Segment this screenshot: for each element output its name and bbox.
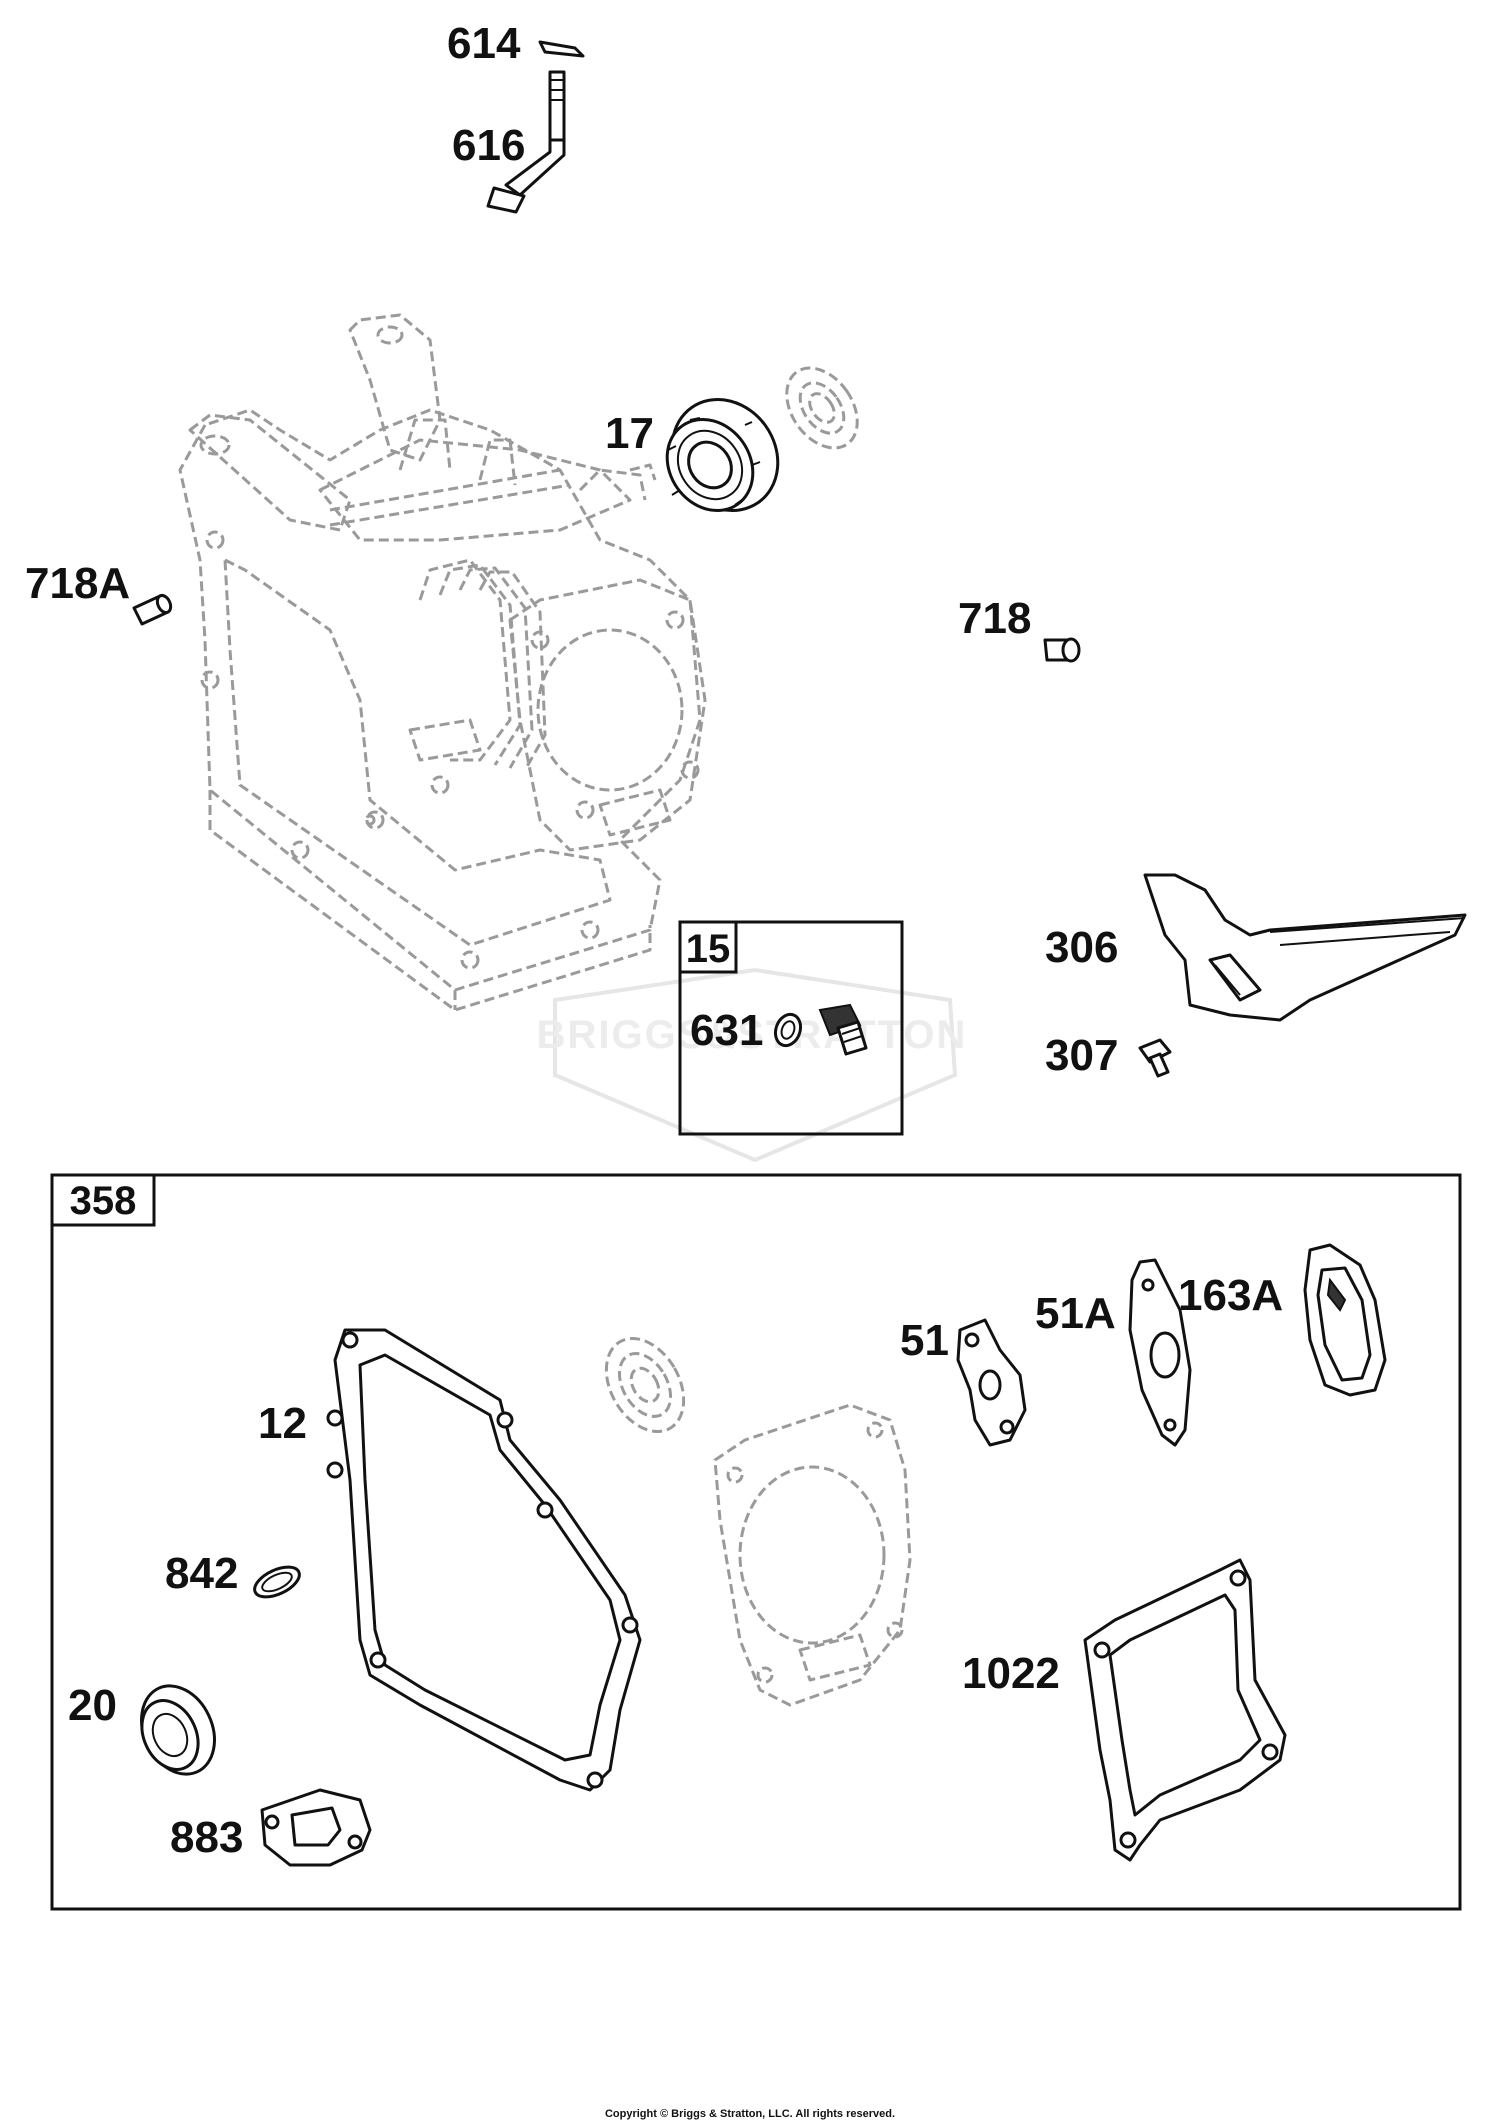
callout-631[interactable]: 631: [690, 1006, 763, 1055]
drain-plug[interactable]: [818, 1003, 868, 1056]
kit-15-label[interactable]: 15: [686, 927, 731, 971]
main-bearing-17[interactable]: [650, 379, 800, 531]
deflector-306[interactable]: [1143, 873, 1467, 1022]
callout-51[interactable]: 51: [900, 1316, 949, 1365]
kit-15-box: 15: [678, 920, 904, 1136]
callout-12[interactable]: 12: [258, 1399, 307, 1448]
callout-616[interactable]: 616: [452, 121, 525, 170]
callout-163a[interactable]: 163A: [1178, 1271, 1283, 1320]
callout-718a[interactable]: 718A: [25, 559, 130, 608]
watermark: BRIGGS&STRATTON: [537, 967, 968, 1163]
callout-307[interactable]: 307: [1045, 1031, 1118, 1080]
callout-718[interactable]: 718: [958, 594, 1031, 643]
callout-51a[interactable]: 51A: [1035, 1289, 1116, 1338]
callout-883[interactable]: 883: [170, 1813, 243, 1862]
exhaust-gasket-883[interactable]: [260, 1788, 372, 1867]
callout-17[interactable]: 17: [605, 409, 654, 458]
air-cleaner-gasket-163a[interactable]: [1303, 1243, 1387, 1397]
intake-gasket-51a[interactable]: [1128, 1258, 1192, 1447]
oil-seal-20[interactable]: [128, 1674, 229, 1786]
cylinder-block-reference: [178, 313, 707, 1012]
callout-842[interactable]: 842: [165, 1549, 238, 1598]
callout-20[interactable]: 20: [68, 1681, 117, 1730]
head-gasket-reference: [713, 1403, 912, 1707]
kit-358-label[interactable]: 358: [70, 1179, 137, 1223]
intake-gasket-51[interactable]: [956, 1318, 1027, 1447]
callout-1022[interactable]: 1022: [962, 1649, 1060, 1698]
kit-358-box: 358: [50, 1173, 1462, 1911]
valve-cover-gasket-1022[interactable]: [1083, 1558, 1287, 1862]
washer-631[interactable]: [771, 1011, 804, 1049]
dowel-pin-718a[interactable]: [132, 593, 173, 626]
oil-seal-reference-kit: [604, 1336, 686, 1434]
dowel-pin-718[interactable]: [1043, 637, 1081, 663]
screw-307[interactable]: [1138, 1038, 1172, 1078]
callout-614[interactable]: 614: [447, 19, 521, 68]
crankcase-gasket-12[interactable]: [326, 1328, 642, 1792]
oil-seal-reference-upper: [785, 366, 859, 450]
callout-306[interactable]: 306: [1045, 923, 1118, 972]
watermark-text: BRIGGS&STRATTON: [537, 1013, 968, 1057]
o-ring-842[interactable]: [250, 1561, 304, 1603]
copyright-notice: Copyright © Briggs & Stratton, LLC. All …: [604, 2108, 896, 2120]
governor-shaft-assembly[interactable]: [486, 40, 585, 214]
